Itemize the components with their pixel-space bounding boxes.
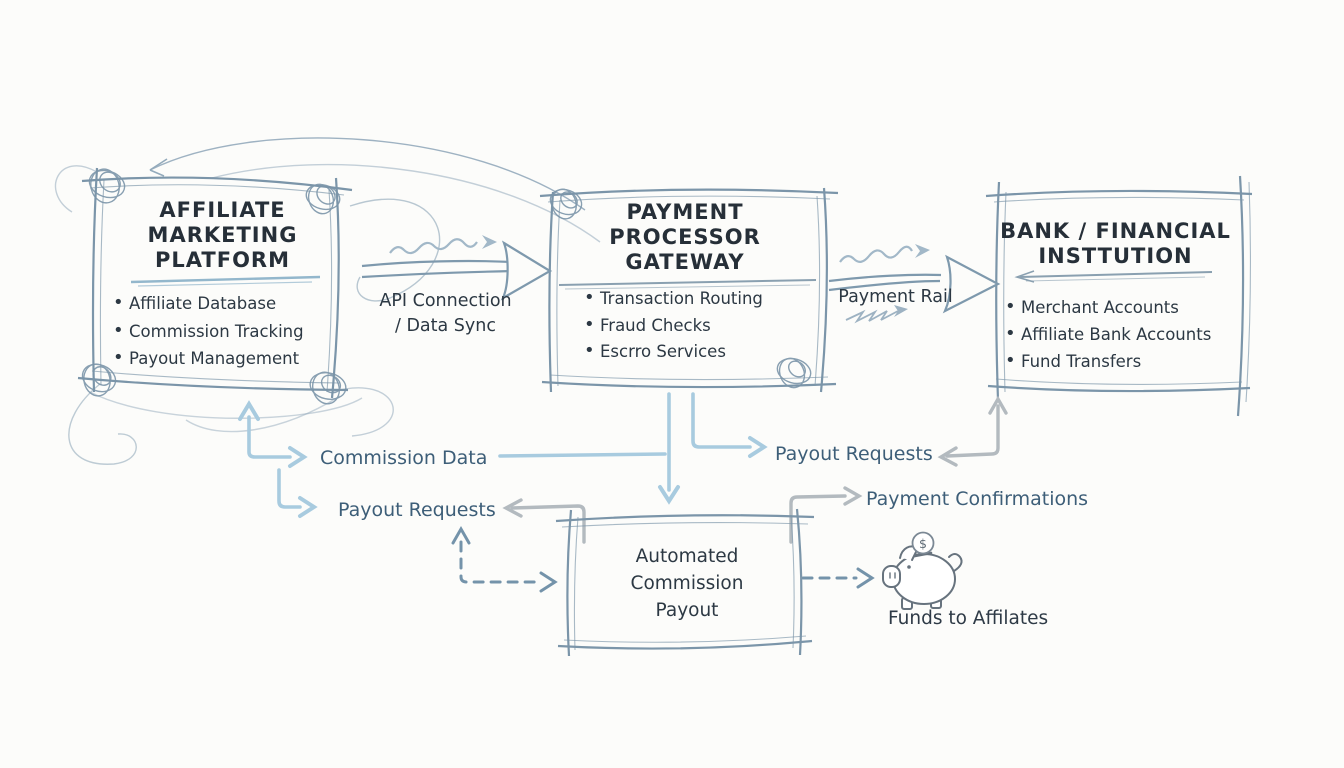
title-line: AFFILIATE xyxy=(159,198,286,222)
zigzag-line xyxy=(845,309,899,324)
title-line: MARKETING xyxy=(147,223,298,247)
affiliate-platform-title: AFFILIATE MARKETING PLATFORM xyxy=(100,198,345,273)
payout-requests-right-label: Payout Requests xyxy=(775,443,933,465)
payout-from-box-arrow xyxy=(502,498,586,544)
list-item: Merchant Accounts xyxy=(1005,293,1211,321)
affiliate-platform-list: Affiliate Database Commission Tracking P… xyxy=(113,289,304,373)
funds-to-affiliates-label: Funds to Affilates xyxy=(888,608,1049,629)
coin-symbol: $ xyxy=(919,536,927,551)
gateway-drop-arrow xyxy=(658,392,680,505)
commission-data-arrow xyxy=(238,400,667,468)
automated-payout-frame xyxy=(555,508,815,657)
payment-rail-arrow xyxy=(828,244,1001,324)
title-line: INSTTUTION xyxy=(1038,244,1193,268)
title-line: PROCESSOR xyxy=(609,225,761,249)
list-item: Fraud Checks xyxy=(584,312,763,340)
payout-requests-left-label: Payout Requests xyxy=(338,499,496,521)
list-item: Commission Tracking xyxy=(113,317,304,346)
affiliate-platform-frame xyxy=(77,167,353,405)
payment-confirmations-label: Payment Confirmations xyxy=(866,488,1089,510)
list-item: Fund Transfers xyxy=(1005,347,1211,375)
payout-requests-right-arrow xyxy=(691,392,768,458)
coin-icon: $ xyxy=(911,531,935,555)
title-line: BANK / FINANCIAL xyxy=(1000,219,1231,243)
list-item: Transaction Routing xyxy=(584,285,763,313)
label-line: / Data Sync xyxy=(395,316,496,336)
payout-to-bank-arrow xyxy=(937,395,1008,467)
title-line: Automated xyxy=(635,546,739,567)
bank-title: BANK / FINANCIAL INSTTUTION xyxy=(993,219,1238,269)
payment-confirmations-arrow xyxy=(789,486,863,544)
payment-gateway-list: Transaction Routing Fraud Checks Escrro … xyxy=(584,285,763,366)
title-line: Commission xyxy=(630,573,744,594)
title-line: Payout xyxy=(655,600,719,621)
squiggle-line xyxy=(839,245,913,263)
label-line: API Connection xyxy=(379,291,512,311)
bank-frame xyxy=(985,175,1253,417)
squiggle-line xyxy=(389,238,478,255)
payment-rail-label: Payment Rail xyxy=(838,287,953,307)
title-line: PLATFORM xyxy=(155,248,290,272)
commission-data-label: Commission Data xyxy=(320,447,488,469)
piggy-bank-icon xyxy=(882,545,963,610)
automated-payout-title: Automated Commission Payout xyxy=(592,543,782,624)
payment-gateway-frame xyxy=(539,187,839,393)
api-connection-arrow xyxy=(361,235,553,301)
api-connection-label: API Connection / Data Sync xyxy=(368,289,523,339)
bank-list: Merchant Accounts Affiliate Bank Account… xyxy=(1005,293,1211,375)
payout-requests-left-arrow xyxy=(277,468,318,518)
list-item: Payout Management xyxy=(113,344,304,373)
list-item: Affiliate Bank Accounts xyxy=(1005,320,1211,348)
dashed-payout-arrow xyxy=(451,525,558,593)
payment-gateway-title: PAYMENT PROCESSOR GATEWAY xyxy=(555,200,815,275)
list-item: Affiliate Database xyxy=(113,289,304,318)
title-line: GATEWAY xyxy=(625,250,745,274)
list-item: Escrro Services xyxy=(584,338,763,366)
title-line: PAYMENT xyxy=(626,200,744,224)
dashed-funds-arrow xyxy=(801,567,875,589)
